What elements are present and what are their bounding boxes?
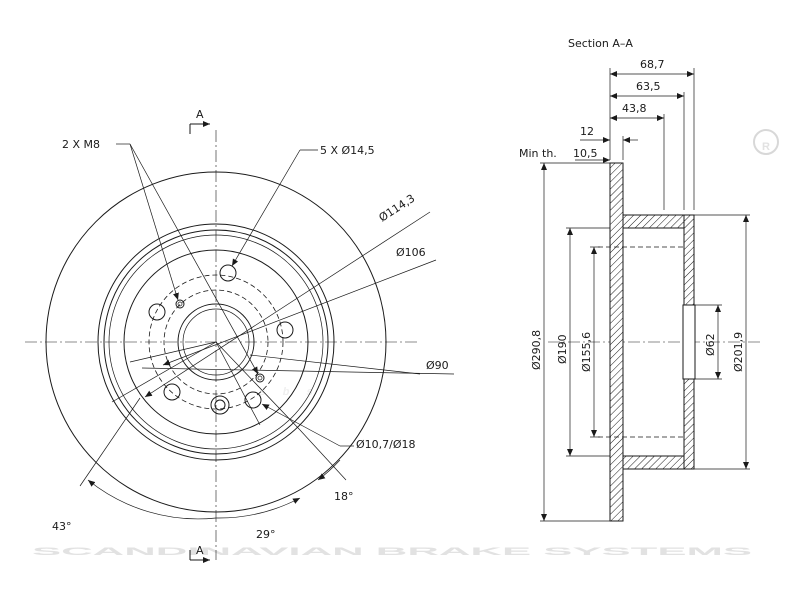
angle-ray-2 (215, 341, 261, 426)
dim-63-label: 63,5 (636, 80, 661, 93)
dim-190-label: Ø190 (556, 334, 569, 364)
thread-leader-2 (129, 143, 179, 301)
angle-ext-43 (79, 397, 141, 487)
thread-hole (175, 299, 185, 309)
section-title: Section A–A (568, 37, 633, 50)
hat-inner-profile (598, 246, 684, 438)
bolt-hole (219, 264, 237, 282)
center-bore (177, 303, 255, 381)
angle-arc-29 (215, 497, 301, 519)
angle-18-label: 18° (334, 490, 354, 503)
dim-43-label: 43,8 (622, 102, 647, 115)
dim-12-label: 12 (580, 125, 594, 138)
disc-outer-edge (45, 171, 387, 513)
angle-ray-1 (111, 341, 217, 403)
registered-mark: R (762, 141, 770, 153)
thread-hole-inner (177, 301, 183, 307)
hat-outer-ring-2 (103, 229, 329, 455)
bolt-pitch-circle (148, 274, 284, 410)
dia-106-line (162, 259, 437, 366)
angle-arc-43 (87, 479, 217, 520)
bolt-holes-label: 5 X Ø14,5 (320, 144, 375, 157)
section-view: Section A–A 68,7 63,5 43,8 12 Min th. (519, 37, 760, 522)
dia-106-label: Ø106 (396, 246, 426, 259)
min-th-label: Min th. (519, 147, 557, 160)
registered-mark-circle (753, 129, 779, 155)
friction-ring-section (609, 162, 624, 522)
hat-outer-ring-3 (108, 234, 324, 450)
hat-outer-ring-1 (97, 223, 335, 461)
section-mark-bottom: A (196, 544, 204, 557)
pcd-114-label: Ø114,3 (377, 192, 418, 225)
section-mark-top: A (196, 108, 204, 121)
bolt-leader-2 (231, 149, 301, 267)
angle-arc-18 (317, 459, 341, 481)
small-hole-inner (214, 399, 226, 411)
bolt-hole (148, 303, 166, 321)
center-bore-chamfer (182, 308, 250, 376)
dim-62-label: Ø62 (704, 333, 717, 356)
dim-290-label: Ø290,8 (530, 330, 543, 370)
angle-ray-4 (129, 341, 217, 363)
small-hole-outer (210, 395, 230, 415)
thread-hole-inner (257, 375, 263, 381)
thread-holes-label: 2 X M8 (62, 138, 100, 151)
sbs-logo-watermark: sbs (259, 387, 314, 395)
pcd-114-line (144, 211, 431, 398)
brand-watermark: SCANDINAVIAN BRAKE SYSTEMS (32, 546, 752, 558)
hat-inner-ring (123, 249, 309, 435)
angle-ray-3 (215, 341, 301, 431)
min-th-value: 10,5 (573, 147, 598, 160)
small-hole-label: Ø10,7/Ø18 (356, 438, 416, 451)
bolt-hole (276, 321, 294, 339)
small-hole (210, 395, 230, 415)
dim-201-label: Ø201,9 (732, 332, 745, 372)
thread-hole (255, 373, 265, 383)
bolt-hole (163, 383, 181, 401)
hat-wall-bottom (622, 455, 691, 470)
dia-90-leader (249, 354, 421, 375)
front-view: A A 2 X M8 5 X Ø14,5 Ø114,3 Ø106 Ø90 Ø10… (25, 108, 455, 563)
angle-43-label: 43° (52, 520, 72, 533)
dia-90-label: Ø90 (426, 359, 449, 372)
bolt-holes (148, 264, 294, 409)
hat-wall-top (622, 214, 691, 229)
bolt-hole (244, 391, 262, 409)
center-bore-gap (682, 304, 696, 380)
angle-29-label: 29° (256, 528, 276, 541)
dim-155-label: Ø155,6 (580, 332, 593, 372)
thread-leader-3 (129, 143, 259, 375)
thread-holes (175, 299, 265, 383)
dia-90-line (141, 367, 455, 375)
angle-ext-18 (299, 429, 347, 481)
inner-pitch-circle (163, 289, 269, 395)
small-hole-leader-2 (261, 403, 341, 447)
dim-68-label: 68,7 (640, 58, 665, 71)
